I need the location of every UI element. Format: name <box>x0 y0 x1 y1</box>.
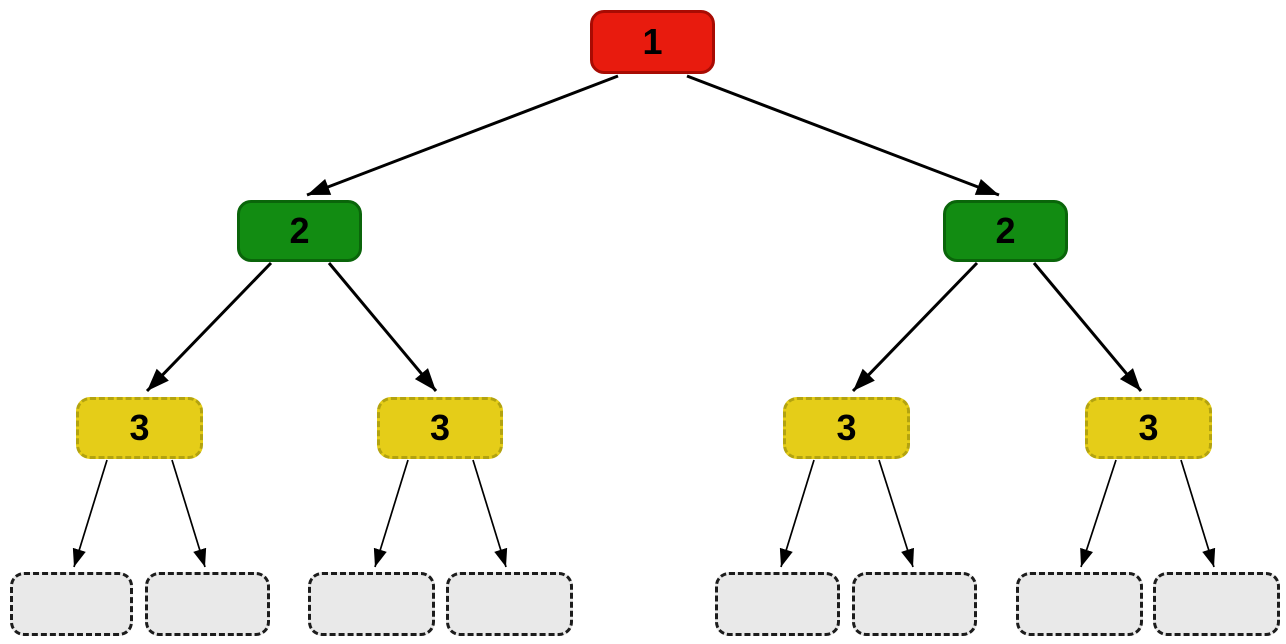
edge-y3-to-leaf6 <box>878 459 914 568</box>
edge-right2-to-y3 <box>851 261 979 393</box>
tree-node-level3-3: 3 <box>783 397 910 459</box>
edge-y2-to-leaf4 <box>472 459 508 568</box>
tree-node-level3-4: 3 <box>1085 397 1212 459</box>
tree-node-leaf-6 <box>852 572 977 636</box>
tree-node-level3-1: 3 <box>76 397 203 459</box>
tree-node-leaf-1 <box>10 572 133 636</box>
node-label: 3 <box>836 407 857 448</box>
edge-root-to-right2 <box>686 74 1000 197</box>
tree-node-root: 1 <box>590 10 715 74</box>
edge-right2-to-y4 <box>1032 262 1143 392</box>
node-label: 2 <box>995 210 1016 251</box>
edge-left2-to-y1 <box>145 261 273 393</box>
tree-node-level3-2: 3 <box>377 397 503 459</box>
edge-y1-to-leaf1 <box>72 459 108 568</box>
tree-node-level2-left: 2 <box>237 200 362 262</box>
tree-node-leaf-4 <box>446 572 573 636</box>
tree-node-level2-right: 2 <box>943 200 1068 262</box>
tree-node-leaf-8 <box>1153 572 1280 636</box>
edge-y4-to-leaf7 <box>1080 459 1117 568</box>
node-label: 1 <box>642 21 663 62</box>
tree-node-leaf-7 <box>1016 572 1143 636</box>
node-label: 3 <box>429 407 451 448</box>
node-label: 3 <box>129 407 150 448</box>
tree-node-leaf-5 <box>715 572 840 636</box>
tree-node-leaf-2 <box>145 572 270 636</box>
edge-y2-to-leaf3 <box>373 459 409 568</box>
node-label: 2 <box>289 210 310 251</box>
edge-y1-to-leaf2 <box>171 459 207 568</box>
node-label: 3 <box>1138 407 1159 448</box>
edge-y4-to-leaf8 <box>1180 459 1216 568</box>
tree-node-leaf-3 <box>308 572 435 636</box>
edge-y3-to-leaf5 <box>779 459 815 568</box>
edge-left2-to-y2 <box>327 262 438 392</box>
edge-root-to-left2 <box>306 74 619 197</box>
